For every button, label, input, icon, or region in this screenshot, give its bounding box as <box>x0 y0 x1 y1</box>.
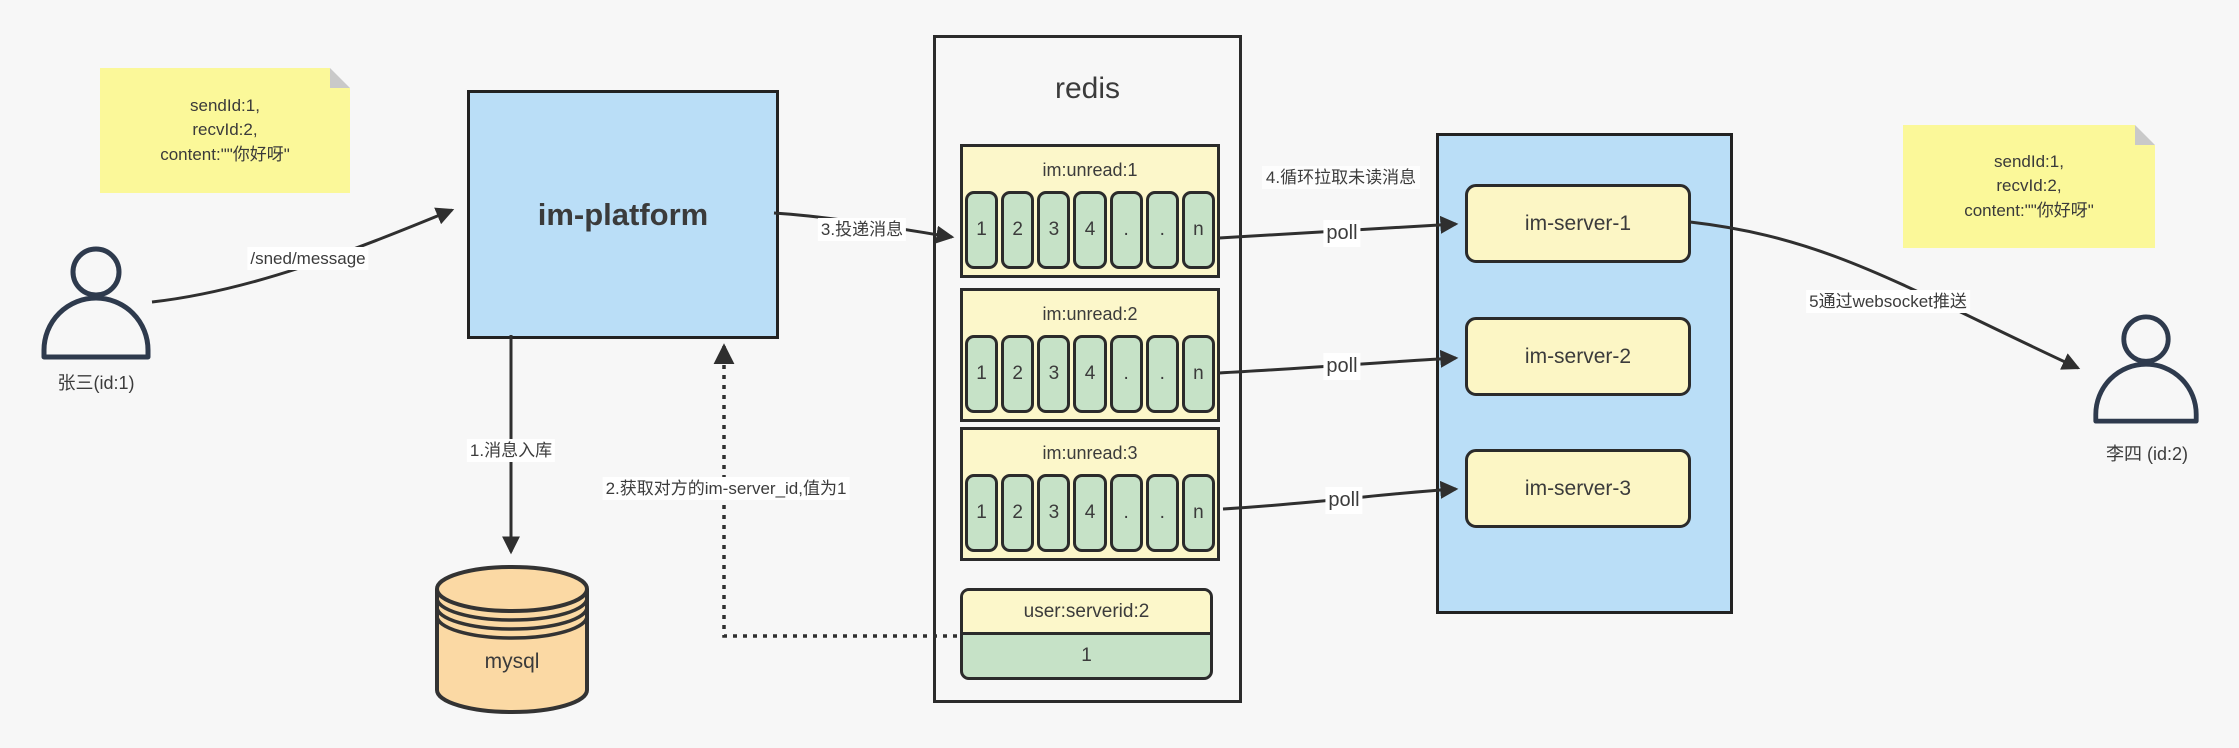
queue-cell: 3 <box>1037 474 1071 552</box>
im-server-3-box: im-server-3 <box>1465 449 1691 528</box>
edge-label-step5: 5通过websocket推送 <box>1806 290 1970 314</box>
user-serverid-key: user:serverid:2 <box>963 591 1210 635</box>
queue-cell: n <box>1181 191 1215 269</box>
note-line: content:""你好呀" <box>1964 200 2094 220</box>
queue-cell: . <box>1145 474 1179 552</box>
queue-cell: . <box>1109 474 1143 552</box>
queue-cell: . <box>1109 335 1143 413</box>
receiver-label: 李四 (id:2) <box>2105 444 2189 464</box>
note-fold-corner <box>2135 125 2155 145</box>
queue-cell: . <box>1109 191 1143 269</box>
queue-cell: 4 <box>1073 191 1107 269</box>
person-icon-sender <box>41 246 151 360</box>
queue-cell: 3 <box>1037 191 1071 269</box>
user-serverid-value: 1 <box>1081 645 1092 666</box>
queue-header: im:unread:1 <box>1042 160 1138 180</box>
queue-cell: 2 <box>1001 335 1035 413</box>
note-line: recvId:2, <box>1996 176 2062 196</box>
im-server-2-box: im-server-2 <box>1465 317 1691 396</box>
queue-cell: 1 <box>965 474 999 552</box>
queue-cells: 1 2 3 4 . . n <box>965 474 1215 552</box>
im-platform-label: im-platform <box>537 196 709 232</box>
im-platform-box: im-platform <box>467 90 779 339</box>
queue-cell: 1 <box>965 191 999 269</box>
redis-queue-1: im:unread:1 1 2 3 4 . . n <box>960 144 1220 278</box>
redis-queue-2: im:unread:2 1 2 3 4 . . n <box>960 288 1220 422</box>
queue-header: im:unread:3 <box>1042 443 1138 463</box>
edge-label-step4: 4.循环拉取未读消息 <box>1262 166 1420 190</box>
queue-cell: 3 <box>1037 335 1071 413</box>
im-server-list: im-server-1 im-server-2 im-server-3 <box>1436 133 1727 608</box>
edge-label-step1: 1.消息入库 <box>466 439 556 463</box>
mysql-cylinder-icon <box>435 565 589 714</box>
user-serverid-box: user:serverid:2 1 <box>960 588 1213 680</box>
queue-header: im:unread:2 <box>1042 304 1138 324</box>
queue-cell: . <box>1145 335 1179 413</box>
note-line: sendId:1, <box>1994 151 2064 171</box>
queue-cells: 1 2 3 4 . . n <box>965 335 1215 413</box>
queue-cell: 2 <box>1001 474 1035 552</box>
note-message-left: sendId:1, recvId:2, content:""你好呀" <box>100 68 350 193</box>
edge-label-step3: 3.投递消息 <box>817 218 907 242</box>
note-message-right: sendId:1, recvId:2, content:""你好呀" <box>1903 125 2155 248</box>
person-icon-receiver <box>2093 314 2199 424</box>
edge-label-poll-1: poll <box>1323 220 1361 247</box>
note-line: content:""你好呀" <box>160 144 290 164</box>
queue-cells: 1 2 3 4 . . n <box>965 191 1215 269</box>
queue-cell: 1 <box>965 335 999 413</box>
edge-label-send-api: /sned/message <box>247 247 369 271</box>
queue-cell: n <box>1181 335 1215 413</box>
queue-cell: . <box>1145 191 1179 269</box>
note-line: sendId:1, <box>190 95 260 115</box>
queue-cell: 4 <box>1073 474 1107 552</box>
queue-cell: n <box>1181 474 1215 552</box>
note-fold-corner <box>330 68 350 88</box>
edge-label-step2: 2.获取对方的im-server_id,值为1 <box>602 477 850 501</box>
im-server-1-box: im-server-1 <box>1465 184 1691 263</box>
note-line: recvId:2, <box>192 120 258 140</box>
redis-queue-3: im:unread:3 1 2 3 4 . . n <box>960 427 1220 561</box>
edge-label-poll-2: poll <box>1323 353 1361 380</box>
queue-cell: 2 <box>1001 191 1035 269</box>
mysql-label: mysql <box>484 650 540 673</box>
redis-title: redis <box>1054 72 1121 105</box>
redis-container: redis im:unread:1 1 2 3 4 . . n im:unrea… <box>933 35 1242 703</box>
queue-cell: 4 <box>1073 335 1107 413</box>
sender-label: 张三(id:1) <box>57 373 135 393</box>
edge-label-poll-3: poll <box>1325 487 1363 514</box>
